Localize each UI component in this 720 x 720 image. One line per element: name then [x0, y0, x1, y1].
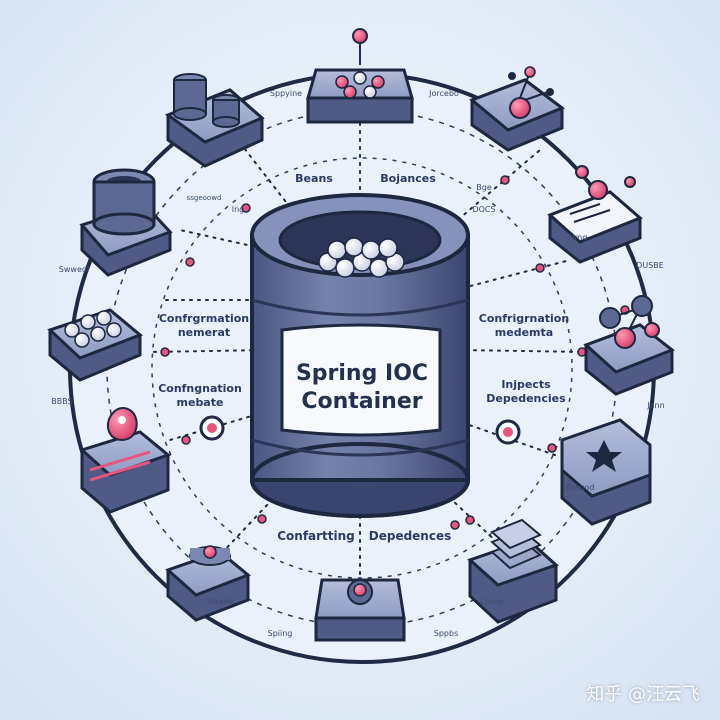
- ring-text-nmg: Nmg: [569, 233, 588, 242]
- ring-text-ing: Ing: [232, 205, 245, 214]
- connector-nodes: [160, 175, 630, 530]
- module-bottom-center: [314, 578, 406, 642]
- ring-text-ssgeoowd: ssgeoowd: [187, 194, 222, 202]
- module-left-upper: [79, 168, 173, 277]
- label-config-right-1a: Confrigrnation: [479, 312, 569, 325]
- label-inject-right-b: Depedencies: [486, 392, 566, 405]
- container-base-text: cccoooonn: [339, 483, 382, 492]
- ring-text-sppyine: Sppyine: [270, 89, 302, 98]
- watermark: 知乎 @汪云飞: [586, 684, 700, 705]
- module-left-middle: [47, 308, 143, 382]
- central-container: Spring IOC Container cccoooonn: [250, 193, 470, 518]
- ring-text-spiing: Spiing: [268, 629, 293, 638]
- container-title-line2: Container: [301, 389, 422, 414]
- module-right-middle: [583, 295, 675, 396]
- module-top-center: [306, 28, 414, 124]
- label-config-left-2a: Confngnation: [158, 382, 242, 395]
- label-inject-right-a: Injpects: [501, 378, 551, 391]
- module-right-upper: [547, 165, 643, 264]
- ring-text-docs: DOCS: [472, 205, 495, 214]
- module-bottom-right: [467, 518, 559, 624]
- label-config-left-1b: nemerat: [178, 326, 230, 339]
- container-label-plate: [280, 323, 442, 437]
- ring-text-swaee: Swaee: [207, 597, 233, 606]
- label-beans: Beans: [295, 172, 333, 185]
- module-right-lower: [560, 418, 652, 526]
- diagram-labels: Beans Bojances Confrgrmation nemerat Con…: [158, 172, 569, 543]
- label-bojances: Bojances: [380, 172, 436, 185]
- label-dependence: Depedences: [369, 529, 452, 543]
- ring-text-sppbs: Sppbs: [434, 629, 458, 638]
- label-config-left-2b: mebate: [177, 396, 224, 409]
- label-confarting: Confartting: [277, 529, 355, 543]
- label-config-right-1b: medemta: [495, 326, 553, 339]
- eye-node-right: [495, 419, 521, 445]
- ring-text-swwedl: Swwedl: [59, 265, 89, 274]
- eye-node-left: [199, 415, 225, 441]
- module-top-right: [469, 66, 566, 152]
- ring-text-bge: Bge: [476, 183, 492, 192]
- module-top-left: [164, 73, 265, 168]
- ring-text-lrung: Lrung: [481, 597, 504, 606]
- module-left-lower: [79, 407, 172, 514]
- ring-text-jorcebo: Jorcebo: [428, 89, 459, 98]
- ring-text-jann: Jann: [646, 401, 664, 410]
- ring-text-dusbe: DUSBE: [636, 261, 664, 270]
- container-title-line1: Spring IOC: [296, 361, 428, 386]
- ring-text-bbbs: BBBS: [51, 397, 72, 406]
- ring-text-bssuod: Bssuod: [566, 483, 595, 492]
- label-config-left-1a: Confrgrmation: [159, 312, 249, 325]
- ring-text: Sppyine Jorcebo Bge DOCS Ing ssgeoowd Sw…: [51, 89, 664, 638]
- container-beans: [318, 237, 405, 278]
- module-bottom-left: [165, 545, 251, 622]
